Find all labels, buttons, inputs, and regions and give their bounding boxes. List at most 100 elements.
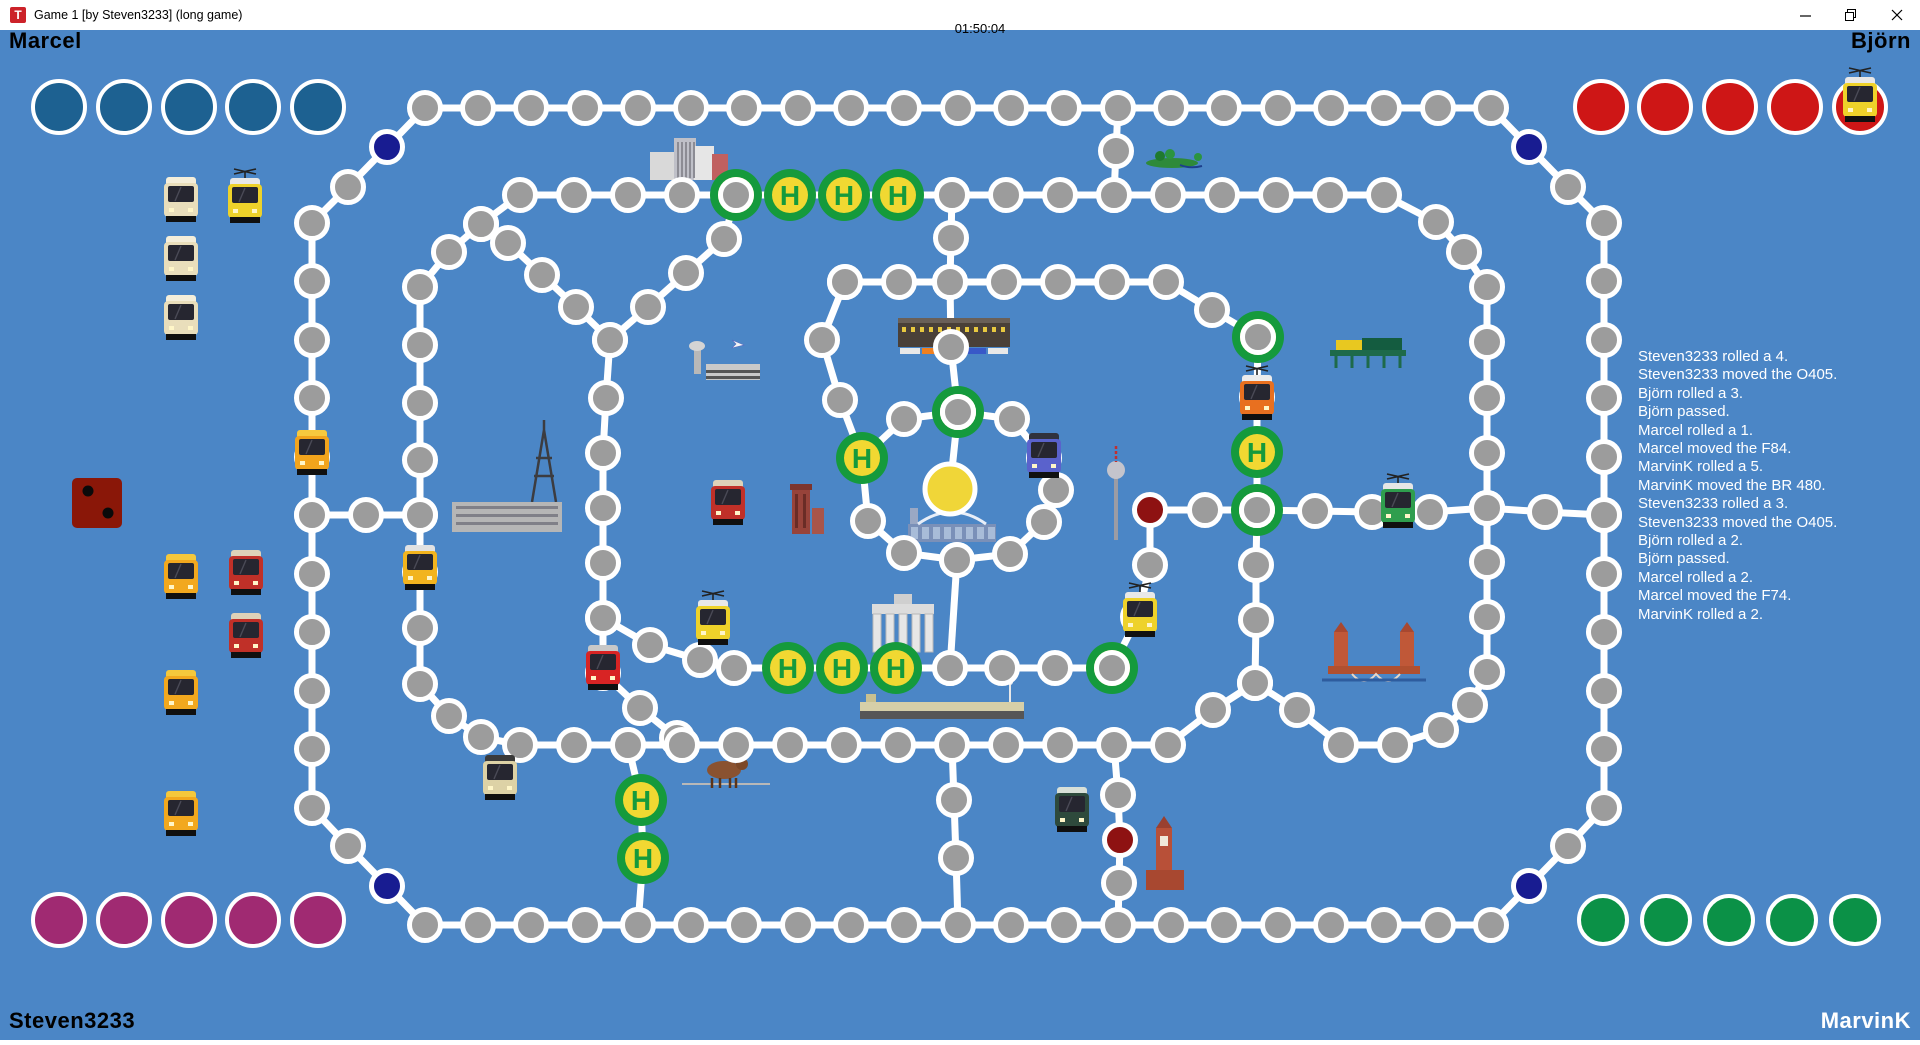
board-space[interactable] bbox=[1377, 727, 1413, 763]
board-space[interactable] bbox=[490, 225, 526, 261]
board-space[interactable] bbox=[348, 497, 384, 533]
player-token-steven3233[interactable] bbox=[96, 892, 152, 948]
board-space[interactable] bbox=[294, 380, 330, 416]
board-space[interactable] bbox=[1297, 493, 1333, 529]
board-space[interactable] bbox=[936, 782, 972, 818]
board-space[interactable] bbox=[933, 220, 969, 256]
board-space[interactable] bbox=[402, 385, 438, 421]
vehicle-trolleybus-green[interactable] bbox=[1381, 473, 1415, 528]
board-space[interactable] bbox=[431, 698, 467, 734]
board-space[interactable] bbox=[463, 206, 499, 242]
board-space[interactable] bbox=[1473, 907, 1509, 943]
board-space[interactable] bbox=[1042, 177, 1078, 213]
player-token-marcel[interactable] bbox=[31, 79, 87, 135]
vehicle-sbahn-red-1[interactable] bbox=[229, 550, 263, 595]
board-space[interactable] bbox=[567, 90, 603, 126]
board-space[interactable] bbox=[664, 727, 700, 763]
board-space[interactable] bbox=[1260, 90, 1296, 126]
board-space[interactable] bbox=[716, 650, 752, 686]
board-space[interactable] bbox=[673, 90, 709, 126]
board-space[interactable] bbox=[1323, 727, 1359, 763]
player-token-marvink[interactable] bbox=[1766, 894, 1818, 946]
board-space[interactable] bbox=[940, 394, 976, 430]
board-space[interactable] bbox=[610, 177, 646, 213]
board-space[interactable] bbox=[407, 90, 443, 126]
board-space[interactable] bbox=[726, 907, 762, 943]
board-space[interactable] bbox=[1586, 322, 1622, 358]
board-space[interactable] bbox=[1469, 654, 1505, 690]
player-token-steven3233[interactable] bbox=[161, 892, 217, 948]
board-space[interactable] bbox=[804, 322, 840, 358]
board-space[interactable] bbox=[1586, 731, 1622, 767]
board-space[interactable] bbox=[460, 90, 496, 126]
board-space[interactable] bbox=[1586, 556, 1622, 592]
board-space[interactable] bbox=[513, 907, 549, 943]
board-space[interactable] bbox=[502, 727, 538, 763]
board-space[interactable] bbox=[1153, 90, 1189, 126]
die-showing-2[interactable] bbox=[72, 478, 122, 528]
board-space[interactable] bbox=[992, 536, 1028, 572]
board-space[interactable] bbox=[718, 727, 754, 763]
player-token-marvink[interactable] bbox=[1829, 894, 1881, 946]
center-space[interactable] bbox=[922, 461, 978, 517]
board-space[interactable] bbox=[726, 90, 762, 126]
board-space[interactable] bbox=[940, 907, 976, 943]
board-space[interactable] bbox=[1195, 692, 1231, 728]
board-space-navy[interactable] bbox=[1511, 129, 1547, 165]
board-space[interactable] bbox=[431, 234, 467, 270]
board-space[interactable] bbox=[1037, 650, 1073, 686]
board-space[interactable] bbox=[556, 177, 592, 213]
h-stop-sign[interactable]: H bbox=[872, 169, 924, 221]
board-space[interactable] bbox=[718, 177, 754, 213]
board-space[interactable] bbox=[1258, 177, 1294, 213]
board-space[interactable] bbox=[558, 289, 594, 325]
board-space[interactable] bbox=[668, 255, 704, 291]
vehicle-bus-cream-2[interactable] bbox=[164, 236, 198, 281]
board-space[interactable] bbox=[1469, 269, 1505, 305]
player-token-björn[interactable] bbox=[1767, 79, 1823, 135]
close-icon[interactable] bbox=[1874, 0, 1920, 30]
board-space[interactable] bbox=[1101, 865, 1137, 901]
h-stop-sign[interactable]: H bbox=[762, 642, 814, 694]
board-space[interactable] bbox=[1279, 692, 1315, 728]
board-space[interactable] bbox=[1550, 169, 1586, 205]
board-space[interactable] bbox=[620, 907, 656, 943]
board-space[interactable] bbox=[827, 264, 863, 300]
player-token-marcel[interactable] bbox=[225, 79, 281, 135]
board-space[interactable] bbox=[1473, 90, 1509, 126]
board-space[interactable] bbox=[1420, 90, 1456, 126]
board-space[interactable] bbox=[886, 907, 922, 943]
board-space[interactable] bbox=[585, 545, 621, 581]
board-space[interactable] bbox=[1586, 205, 1622, 241]
restore-icon[interactable] bbox=[1828, 0, 1874, 30]
board-space[interactable] bbox=[294, 731, 330, 767]
board-space[interactable] bbox=[1153, 907, 1189, 943]
player-token-marcel[interactable] bbox=[161, 79, 217, 135]
board-space[interactable] bbox=[294, 673, 330, 709]
board-space[interactable] bbox=[1527, 494, 1563, 530]
board-space[interactable] bbox=[502, 177, 538, 213]
board-space[interactable] bbox=[1469, 435, 1505, 471]
vehicle-sbahn-red-cream[interactable] bbox=[711, 480, 745, 525]
board-space[interactable] bbox=[1040, 264, 1076, 300]
board-space[interactable] bbox=[1586, 673, 1622, 709]
board-space[interactable] bbox=[1313, 907, 1349, 943]
board-space[interactable] bbox=[1260, 907, 1296, 943]
player-token-marvink[interactable] bbox=[1577, 894, 1629, 946]
board-space[interactable] bbox=[1240, 319, 1276, 355]
board-space[interactable] bbox=[567, 907, 603, 943]
board-space-navy[interactable] bbox=[369, 129, 405, 165]
board-space[interactable] bbox=[993, 90, 1029, 126]
board-space-navy[interactable] bbox=[1511, 868, 1547, 904]
board-space[interactable] bbox=[822, 382, 858, 418]
board-space[interactable] bbox=[886, 535, 922, 571]
board-space[interactable] bbox=[1187, 492, 1223, 528]
board-space[interactable] bbox=[1204, 177, 1240, 213]
board-space[interactable] bbox=[402, 442, 438, 478]
board-space[interactable] bbox=[402, 610, 438, 646]
vehicle-ubahn-yellow-3[interactable] bbox=[164, 791, 198, 836]
board-space[interactable] bbox=[1469, 490, 1505, 526]
vehicle-tram-yellow-east[interactable] bbox=[1123, 582, 1157, 637]
board-space[interactable] bbox=[772, 727, 808, 763]
board-space[interactable] bbox=[706, 221, 742, 257]
